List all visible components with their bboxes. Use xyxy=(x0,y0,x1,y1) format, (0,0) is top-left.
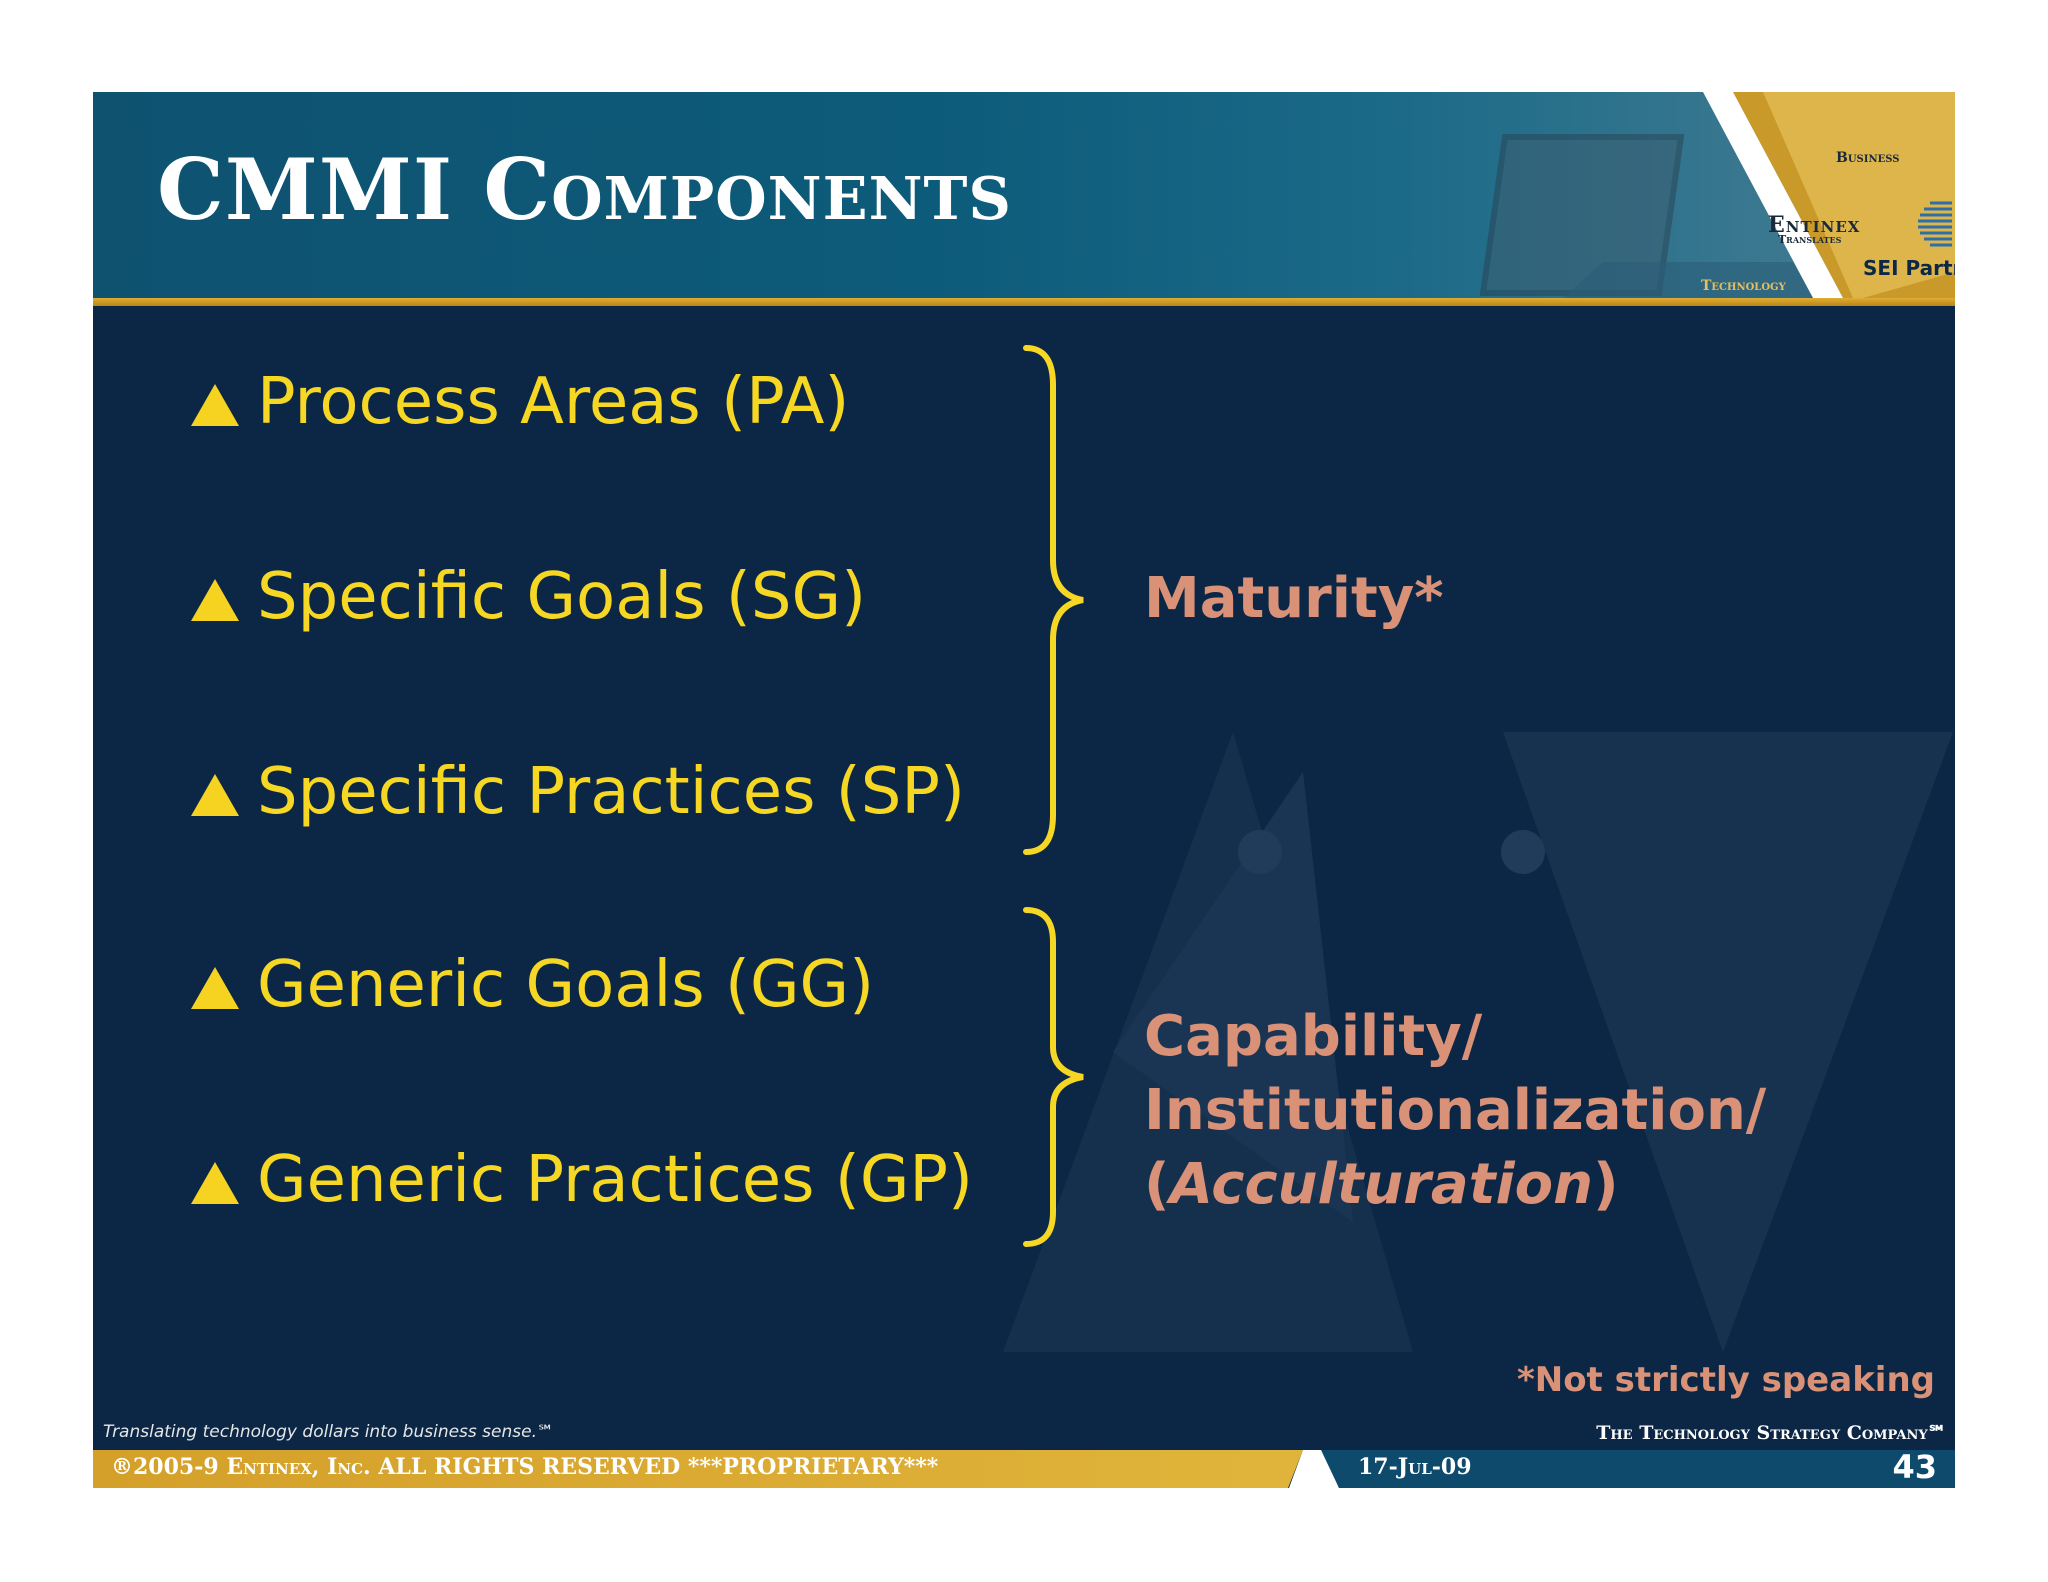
footer-gold-band xyxy=(93,1450,1303,1488)
header-divider xyxy=(93,298,1955,306)
maturity-label: Maturity* xyxy=(1144,562,1444,636)
acculturation-line: (Acculturation) xyxy=(1144,1148,1766,1222)
institutionalization-line: Institutionalization/ xyxy=(1144,1078,1767,1143)
logo-backdrop xyxy=(1563,92,1955,298)
capability-line: Capability/ xyxy=(1144,1004,1483,1069)
bullet-text: Generic Practices (GP) xyxy=(257,1143,973,1217)
open-paren: ( xyxy=(1144,1152,1170,1217)
maturity-text: Maturity* xyxy=(1144,566,1444,631)
logo-entinex-label: Entinex xyxy=(1768,212,1861,238)
bullet-text: Specific Goals (SG) xyxy=(257,560,867,634)
acculturation-text: Acculturation xyxy=(1169,1152,1594,1217)
triangle-up-icon xyxy=(191,967,239,1009)
triangle-up-icon xyxy=(191,384,239,426)
close-paren: ) xyxy=(1593,1152,1619,1217)
list-item: Generic Goals (GG) xyxy=(191,945,874,1025)
logo-business-label: Business xyxy=(1836,150,1900,166)
triangle-up-icon xyxy=(191,1162,239,1204)
list-item: Specific Goals (SG) xyxy=(191,557,866,637)
logo-sei-partner-label: SEI Partner xyxy=(1863,256,1955,280)
sei-globe-icon xyxy=(1918,201,1952,247)
tagline: Translating technology dollars into busi… xyxy=(103,1422,555,1442)
page-title: CMMI Components xyxy=(157,140,1013,239)
list-item: Specific Practices (SP) xyxy=(191,752,965,832)
list-item: Generic Practices (GP) xyxy=(191,1140,973,1220)
curly-brace-icon xyxy=(1023,345,1084,855)
slide: CMMI Components Business Entinex Transla… xyxy=(93,92,1955,1488)
bullet-text: Process Areas (PA) xyxy=(257,365,850,439)
triangle-up-icon xyxy=(191,579,239,621)
footnote: *Not strictly speaking xyxy=(1516,1360,1935,1400)
page-number: 43 xyxy=(1892,1448,1937,1486)
copyright-notice: ®2005-9 Entinex, Inc. ALL RIGHTS RESERVE… xyxy=(111,1454,939,1480)
logo-technology-label: Technology xyxy=(1701,278,1786,294)
bullet-text: Generic Goals (GG) xyxy=(257,948,875,1022)
logo-corner: Business Entinex Translates SEI Partner … xyxy=(1563,92,1955,298)
triangle-up-icon xyxy=(191,774,239,816)
curly-brace-icon xyxy=(1023,907,1084,1247)
background-triangles xyxy=(1003,732,1953,1352)
capability-label: Capability/ Institutionalization/ (Accul… xyxy=(1144,1000,1766,1222)
company-tagline: The Technology Strategy Company℠ xyxy=(1596,1422,1947,1444)
list-item: Process Areas (PA) xyxy=(191,362,849,442)
footer-blue-band xyxy=(1321,1450,1955,1488)
footer-bar: ®2005-9 Entinex, Inc. ALL RIGHTS RESERVE… xyxy=(93,1448,1955,1488)
footer-date: 17-Jul-09 xyxy=(1358,1454,1472,1480)
logo-translates-label: Translates xyxy=(1778,233,1842,246)
bullet-text: Specific Practices (SP) xyxy=(257,755,965,829)
